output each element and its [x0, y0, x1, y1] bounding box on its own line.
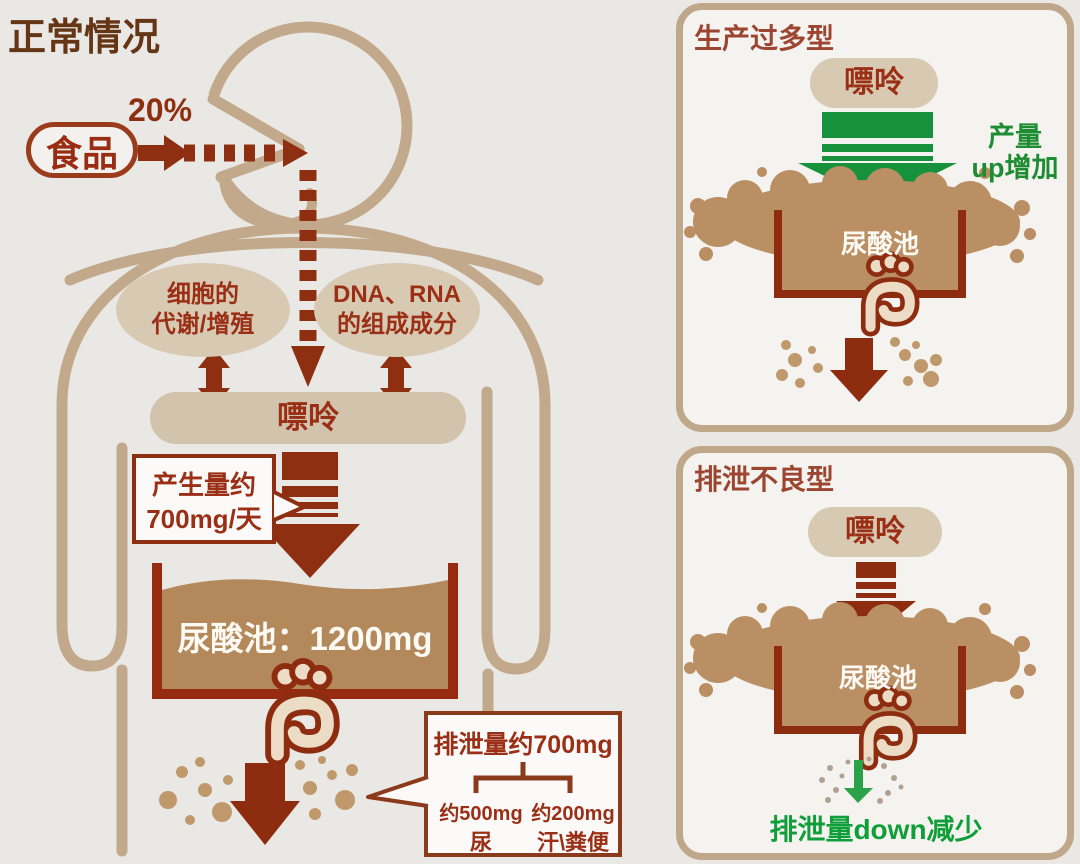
- excreted-dots: [776, 337, 942, 388]
- production-up-line2: up增加: [971, 153, 1059, 184]
- left-section-title: 正常情况: [8, 17, 161, 59]
- purine-capsule: 嘌呤: [808, 507, 942, 557]
- dna-rna-oval: DNA、RNA 的组成成分: [314, 263, 480, 357]
- faucet-icon: [868, 254, 911, 327]
- percent-label: 20%: [128, 92, 193, 128]
- food-intake-arrow: [138, 135, 325, 387]
- faucet-icon: [275, 661, 330, 754]
- cell-metabolism-oval: 细胞的 代谢/增殖: [116, 263, 290, 357]
- sweat-amount: 约200mg: [531, 803, 615, 825]
- production-callout: 产生量约 700mg/天: [132, 454, 276, 544]
- excretion-callout: 排泄量约700mg 约500mg 尿 约200mg 汗\粪便: [424, 711, 622, 857]
- production-callout-line2: 700mg/天: [146, 503, 262, 534]
- excretion-down-label: 排泄量down减少: [769, 814, 983, 845]
- reduced-excretion-arrow: [844, 760, 873, 803]
- dna-oval-line2: 的组成成分: [337, 311, 457, 338]
- reduced-excretion-dots: [819, 756, 904, 804]
- food-stamp: 食品: [26, 122, 138, 178]
- excretion-arrow: [230, 763, 300, 845]
- production-arrow: [260, 452, 360, 578]
- cell-oval-line1: 细胞的: [167, 281, 239, 308]
- discharge-arrow: [830, 338, 888, 402]
- urine-label: 尿: [469, 830, 492, 855]
- excretion-urine-col: 约500mg 尿: [436, 801, 526, 858]
- head-outline: [182, 21, 413, 231]
- cell-oval-line2: 代谢/增殖: [151, 311, 255, 338]
- pool-amount-label: 尿酸池：1200mg: [177, 620, 433, 657]
- urine-amount: 约500mg: [439, 803, 523, 825]
- faucet-icon: [866, 688, 909, 761]
- pool-label: 尿酸池: [840, 229, 919, 259]
- excretion-sweat-col: 约200mg 汗\粪便: [526, 801, 620, 858]
- production-up-line1: 产量: [988, 122, 1042, 152]
- underexcretion-title: 排泄不良型: [694, 464, 835, 495]
- purine-capsule: 嘌呤: [810, 58, 938, 108]
- production-up-label: 产量 up增加: [954, 122, 1076, 184]
- pool-label: 尿酸池: [838, 663, 917, 693]
- overproduction-title: 生产过多型: [694, 23, 835, 54]
- production-callout-line1: 产生量约: [151, 470, 256, 500]
- excretion-callout-title: 排泄量约700mg: [433, 731, 613, 759]
- excreted-dots: [159, 756, 358, 825]
- purine-bar: 嘌呤: [150, 392, 466, 444]
- sweat-label: 汗\粪便: [536, 830, 610, 855]
- dna-oval-line1: DNA、RNA: [333, 281, 461, 308]
